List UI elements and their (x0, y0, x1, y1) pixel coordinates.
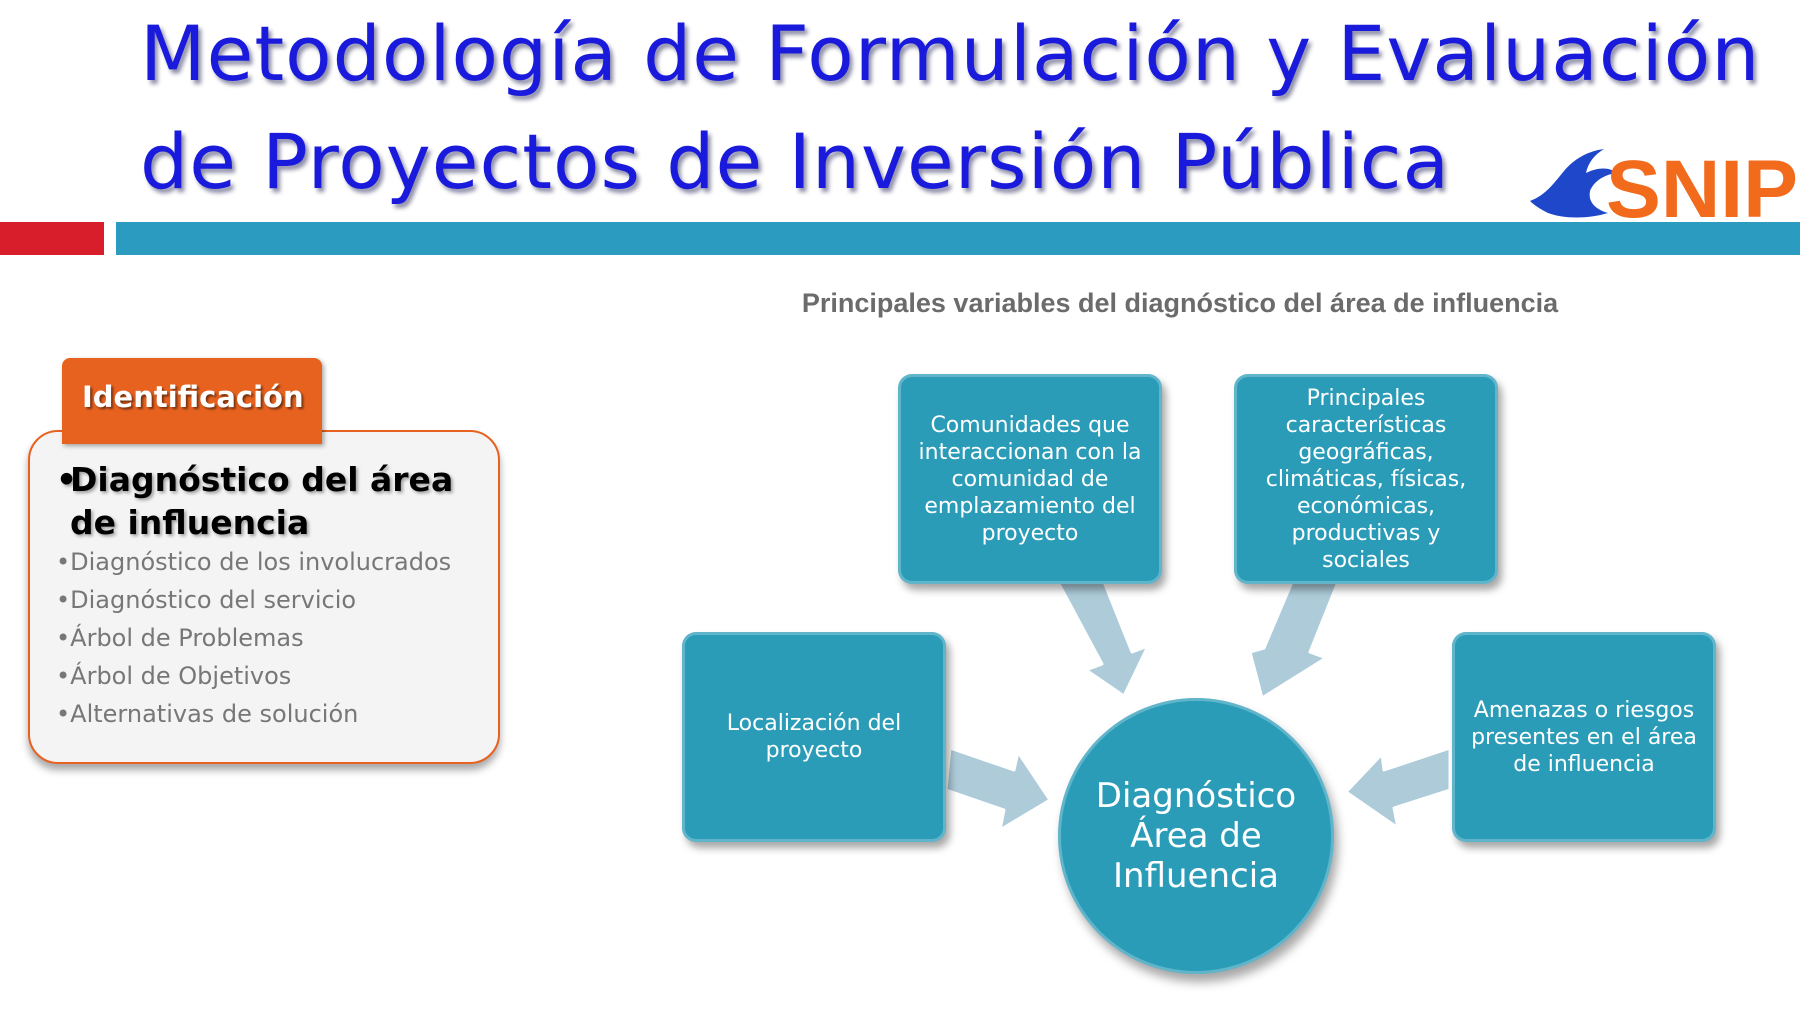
list-item-label: Árbol de Objetivos (70, 662, 292, 690)
identification-panel: • Diagnóstico del área de influencia •Di… (28, 430, 500, 764)
active-list-item: • Diagnóstico del área de influencia (56, 458, 486, 544)
snip-logo-text: SNIP (1606, 144, 1798, 225)
list-item: •Diagnóstico del servicio (56, 586, 356, 614)
bullet-icon: • (56, 662, 71, 690)
arrow-top-right (1248, 580, 1340, 700)
list-item-label: Alternativas de solución (70, 700, 359, 728)
identification-tab: Identificación (62, 358, 322, 444)
list-item: •Árbol de Problemas (56, 624, 304, 652)
snip-logo-wave-icon (1530, 149, 1616, 218)
center-node-diagnostico: Diagnóstico Área de Influencia (1058, 698, 1334, 974)
bullet-icon: • (56, 700, 71, 728)
accent-bar-red (0, 222, 104, 255)
node-comunidades: Comunidades que interaccionan con la com… (898, 374, 1162, 584)
accent-bar-teal (116, 222, 1800, 255)
diagram-subtitle: Principales variables del diagnóstico de… (801, 288, 1559, 318)
list-item: •Árbol de Objetivos (56, 662, 291, 690)
list-item: •Diagnóstico de los involucrados (56, 548, 451, 576)
bullet-icon: • (56, 586, 71, 614)
node-caracteristicas: Principales características geográficas,… (1234, 374, 1498, 584)
arrow-right (1344, 746, 1452, 830)
snip-logo: SNIP (1530, 144, 1798, 225)
arrow-left (944, 746, 1052, 832)
node-amenazas: Amenazas o riesgos presentes en el área … (1452, 632, 1716, 842)
slide-title-line-2: de Proyectos de Inversión Pública (140, 117, 1451, 206)
bullet-icon: • (56, 624, 71, 652)
list-item-label: Árbol de Problemas (70, 624, 304, 652)
list-item-label: Diagnóstico de los involucrados (70, 548, 452, 576)
arrow-top-left (1056, 580, 1150, 698)
list-item-label: Diagnóstico del servicio (70, 586, 357, 614)
list-item: •Alternativas de solución (56, 700, 358, 728)
bullet-icon: • (56, 548, 71, 576)
bullet-icon: • (56, 460, 78, 499)
identification-tab-label: Identificación (82, 380, 304, 414)
node-localizacion: Localización del proyecto (682, 632, 946, 842)
slide-title-line-1: Metodología de Formulación y Evaluación (140, 9, 1761, 98)
active-item-label: Diagnóstico del área de influencia (70, 460, 454, 542)
